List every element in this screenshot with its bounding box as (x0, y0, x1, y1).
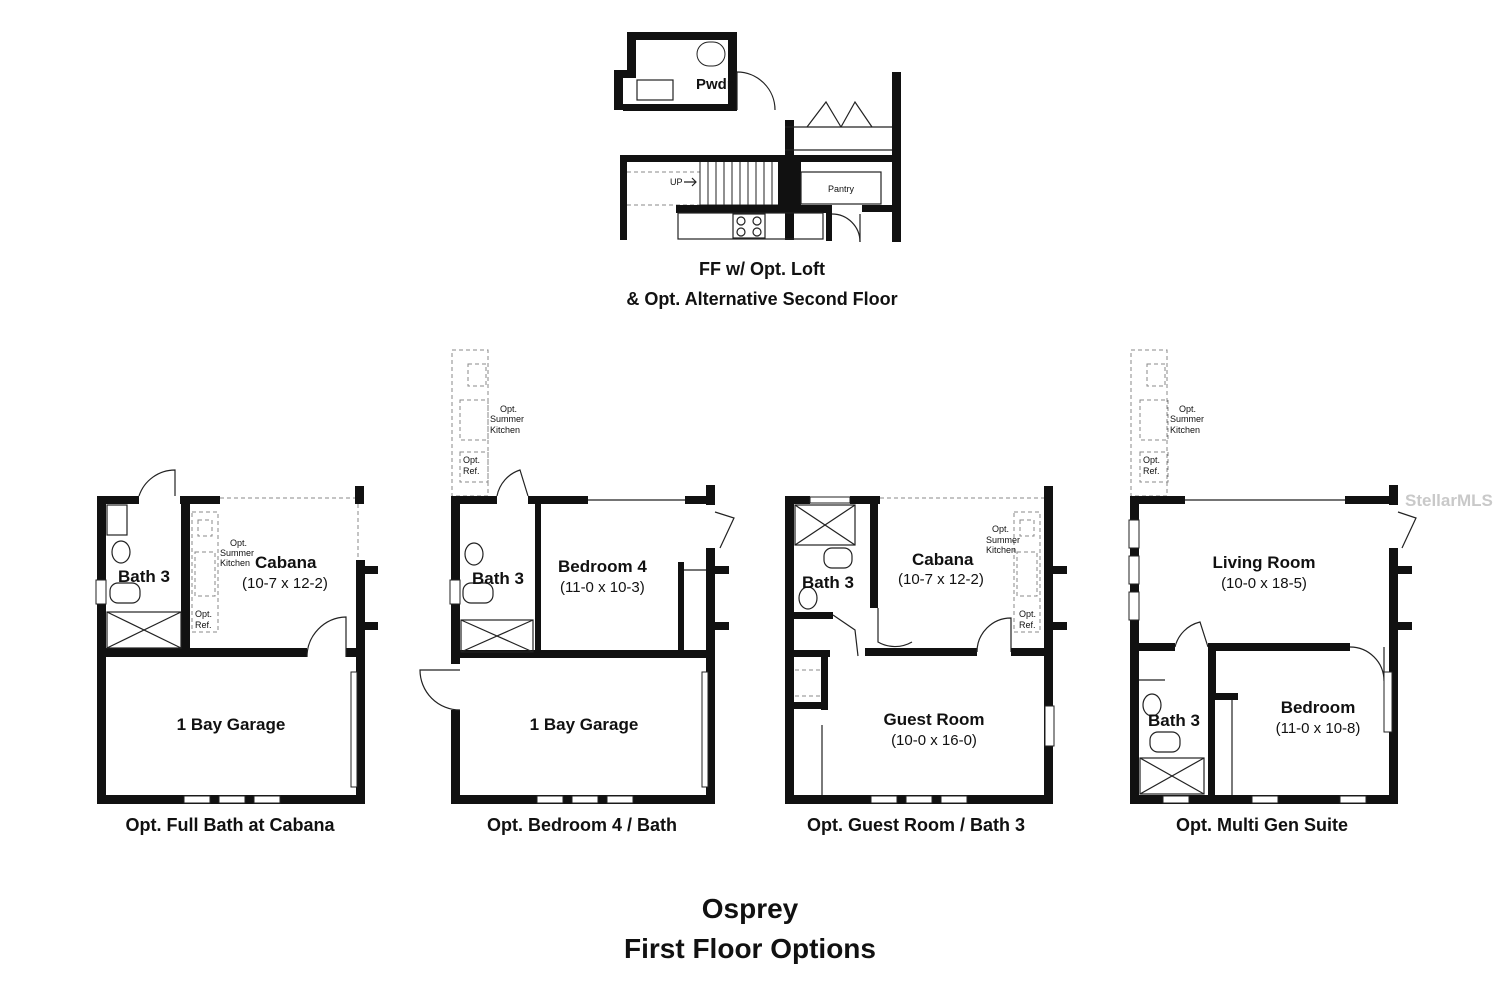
plan1-bath-label: Bath 3 (118, 567, 170, 586)
plan2-summer-kitchen-2: Summer (490, 414, 524, 424)
plan4-living-room-label: Living Room (1213, 553, 1316, 572)
top-plan-caption-line2: & Opt. Alternative Second Floor (626, 289, 897, 309)
watermark: StellarMLS (1405, 491, 1493, 510)
plan3-ref-2: Ref. (1019, 620, 1036, 630)
plan2-bedroom-dim: (11-0 x 10-3) (560, 579, 645, 596)
plan4-living-room-dim: (10-0 x 18-5) (1221, 575, 1307, 592)
plan3-summer-kitchen-2: Summer (986, 535, 1020, 545)
powder-room-label: Pwdr (696, 76, 733, 93)
plan2-summer-kitchen-3: Kitchen (490, 425, 520, 435)
plan4-bedroom-dim: (11-0 x 10-8) (1276, 720, 1361, 737)
plan1-cabana-dim: (10-7 x 12-2) (242, 575, 328, 592)
plan2-ref-1: Opt. (463, 455, 480, 465)
plan2-bedroom-label: Bedroom 4 (558, 557, 647, 576)
plan1-summer-kitchen-2: Summer (220, 548, 254, 558)
plan1-ref-2: Ref. (195, 620, 212, 630)
pantry-label: Pantry (828, 184, 855, 194)
plan4-bath-label: Bath 3 (1148, 711, 1200, 730)
plan-guest-room-bath3: Bath 3 Cabana (10-7 x 12-2) Opt. Summer … (785, 486, 1067, 804)
plan4-caption: Opt. Multi Gen Suite (1176, 815, 1348, 835)
plan3-caption: Opt. Guest Room / Bath 3 (807, 815, 1025, 835)
plan2-garage-label: 1 Bay Garage (530, 715, 639, 734)
plan1-garage-label: 1 Bay Garage (177, 715, 286, 734)
top-plan: UP Pwdr Pantry (614, 32, 901, 243)
plan2-ref-2: Ref. (463, 466, 480, 476)
top-plan-caption-line1: FF w/ Opt. Loft (699, 259, 825, 279)
plan4-summer-kitchen-1: Opt. (1179, 404, 1196, 414)
plan4-summer-kitchen-2: Summer (1170, 414, 1204, 424)
plan1-caption: Opt. Full Bath at Cabana (125, 815, 335, 835)
plan1-cabana-label: Cabana (255, 553, 317, 572)
plan3-summer-kitchen-1: Opt. (992, 524, 1009, 534)
plan3-cabana-label: Cabana (912, 550, 974, 569)
plan-bedroom4-bath: Opt. Summer Kitchen Opt. Ref. Bath 3 (419, 349, 735, 804)
plan4-ref-2: Ref. (1143, 466, 1160, 476)
plan3-summer-kitchen-3: Kitchen (986, 545, 1016, 555)
plan2-bath-label: Bath 3 (472, 569, 524, 588)
plan3-cabana-dim: (10-7 x 12-2) (898, 571, 984, 588)
plan1-ref-1: Opt. (195, 609, 212, 619)
sheet-title: Osprey (702, 893, 799, 924)
plan1-summer-kitchen-3: Kitchen (220, 558, 250, 568)
sheet-subtitle: First Floor Options (624, 933, 876, 964)
plan2-caption: Opt. Bedroom 4 / Bath (487, 815, 677, 835)
plan3-ref-1: Opt. (1019, 609, 1036, 619)
plan4-ref-1: Opt. (1143, 455, 1160, 465)
stair-up-label: UP (670, 177, 683, 187)
plan2-summer-kitchen-1: Opt. (500, 404, 517, 414)
plan-multi-gen-suite: Opt. Summer Kitchen Opt. Ref. (1128, 349, 1417, 804)
plan3-guest-room-dim: (10-0 x 16-0) (891, 732, 977, 749)
plan4-summer-kitchen-3: Kitchen (1170, 425, 1200, 435)
plan4-bedroom-label: Bedroom (1281, 698, 1356, 717)
plan-full-bath-cabana: Bath 3 Cabana (10-7 x 12-2) Opt. Summer … (95, 469, 378, 804)
plan1-summer-kitchen-1: Opt. (230, 538, 247, 548)
plan3-guest-room-label: Guest Room (883, 710, 984, 729)
plan3-bath-label: Bath 3 (802, 573, 854, 592)
